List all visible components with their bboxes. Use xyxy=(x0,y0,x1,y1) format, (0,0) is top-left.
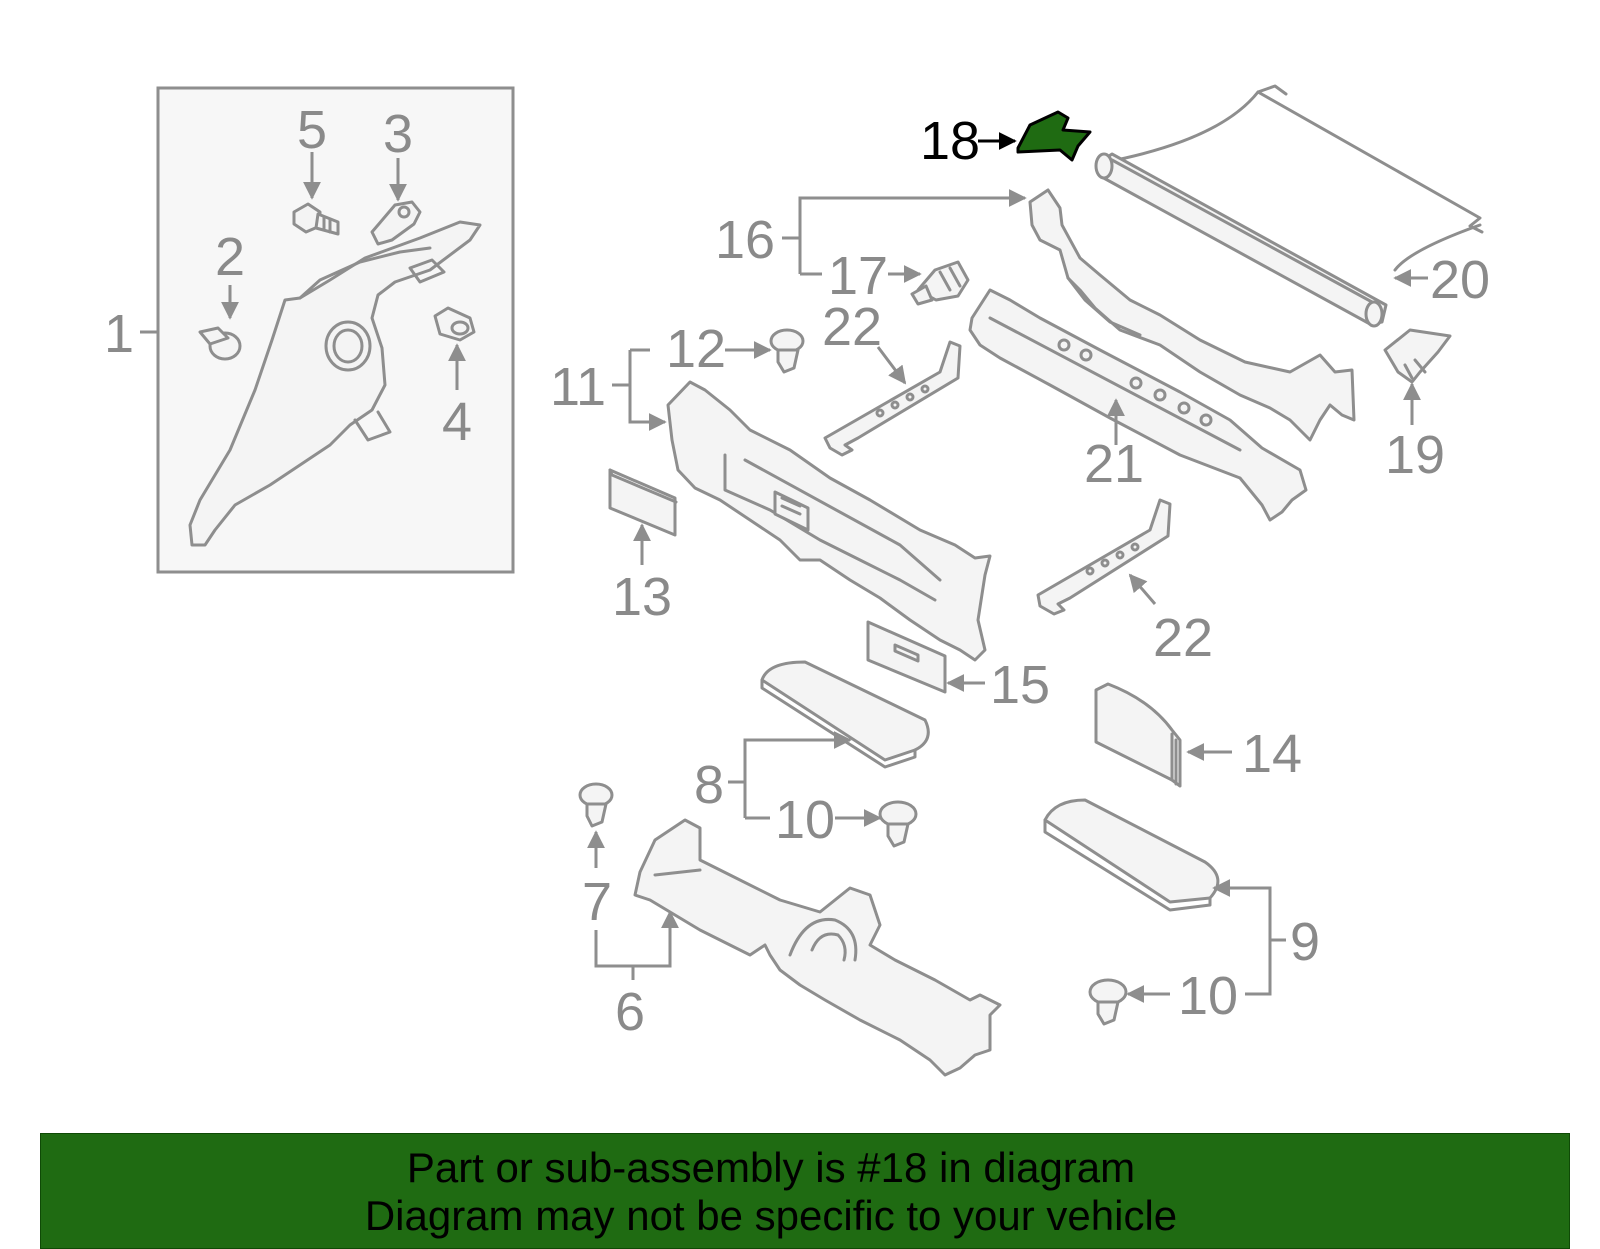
part-18-highlighted xyxy=(1016,110,1092,162)
callout-7: 7 xyxy=(582,872,612,932)
callout-19: 19 xyxy=(1385,425,1445,485)
part-13-plate xyxy=(608,468,678,537)
callout-20: 20 xyxy=(1430,250,1490,310)
part-17-clip xyxy=(910,260,970,306)
callout-22b: 22 xyxy=(1153,608,1213,668)
part-19-cap xyxy=(1383,328,1452,384)
callout-22a-leader xyxy=(876,346,907,385)
callout-15: 15 xyxy=(990,655,1050,715)
part-4-grommet xyxy=(433,306,476,342)
part-5-bolt xyxy=(292,202,340,236)
part-15-plate xyxy=(866,620,947,694)
part-6-sill-plate xyxy=(633,818,1002,1077)
callout-17: 17 xyxy=(828,246,888,306)
callout-1: 1 xyxy=(104,304,134,364)
part-22-bracket-lower xyxy=(1036,498,1172,616)
callout-3: 3 xyxy=(383,104,413,164)
callout-6: 6 xyxy=(615,982,645,1042)
part-1-quarter-trim xyxy=(188,220,482,547)
info-banner: Part or sub-assembly is #18 in diagram D… xyxy=(40,1133,1570,1249)
callout-18: 18 xyxy=(920,111,980,171)
part-22-bracket-upper xyxy=(823,340,962,457)
part-2-clip xyxy=(198,326,242,361)
callout-13: 13 xyxy=(612,567,672,627)
part-3-hook xyxy=(370,200,422,246)
callout-10b: 10 xyxy=(1178,966,1238,1026)
callout-2: 2 xyxy=(215,227,245,287)
callout-16-bracket xyxy=(798,189,1027,274)
part-12-clip xyxy=(769,328,805,374)
banner-line-1: Part or sub-assembly is #18 in diagram xyxy=(406,1144,1136,1191)
callout-22b-leader xyxy=(1128,573,1157,605)
callout-11-bracket xyxy=(628,350,667,431)
part-11-rear-panel xyxy=(666,380,992,662)
part-10-clip-a xyxy=(878,800,918,848)
part-20-cargo-cover xyxy=(1094,84,1484,328)
part-7-clip xyxy=(578,782,614,828)
callout-5: 5 xyxy=(297,100,327,160)
part-8-board xyxy=(760,660,930,769)
callout-22a: 22 xyxy=(822,297,882,357)
callout-9: 9 xyxy=(1290,912,1320,972)
callout-8-bracket xyxy=(743,731,852,818)
part-16-rear-trim-upper xyxy=(1028,188,1356,442)
callout-12: 12 xyxy=(666,319,726,379)
part-21-rail xyxy=(968,288,1308,522)
callout-8: 8 xyxy=(694,755,724,815)
part-9-board xyxy=(1043,798,1220,912)
callout-21: 21 xyxy=(1084,434,1144,494)
callout-10a: 10 xyxy=(775,790,835,850)
part-14-plate xyxy=(1094,682,1182,788)
callout-4: 4 xyxy=(442,392,472,452)
callout-16: 16 xyxy=(715,210,775,270)
callout-11: 11 xyxy=(550,357,606,417)
part-10-clip-b xyxy=(1088,978,1128,1026)
callout-14: 14 xyxy=(1242,724,1302,784)
banner-line-2: Diagram may not be specific to your vehi… xyxy=(364,1192,1178,1239)
